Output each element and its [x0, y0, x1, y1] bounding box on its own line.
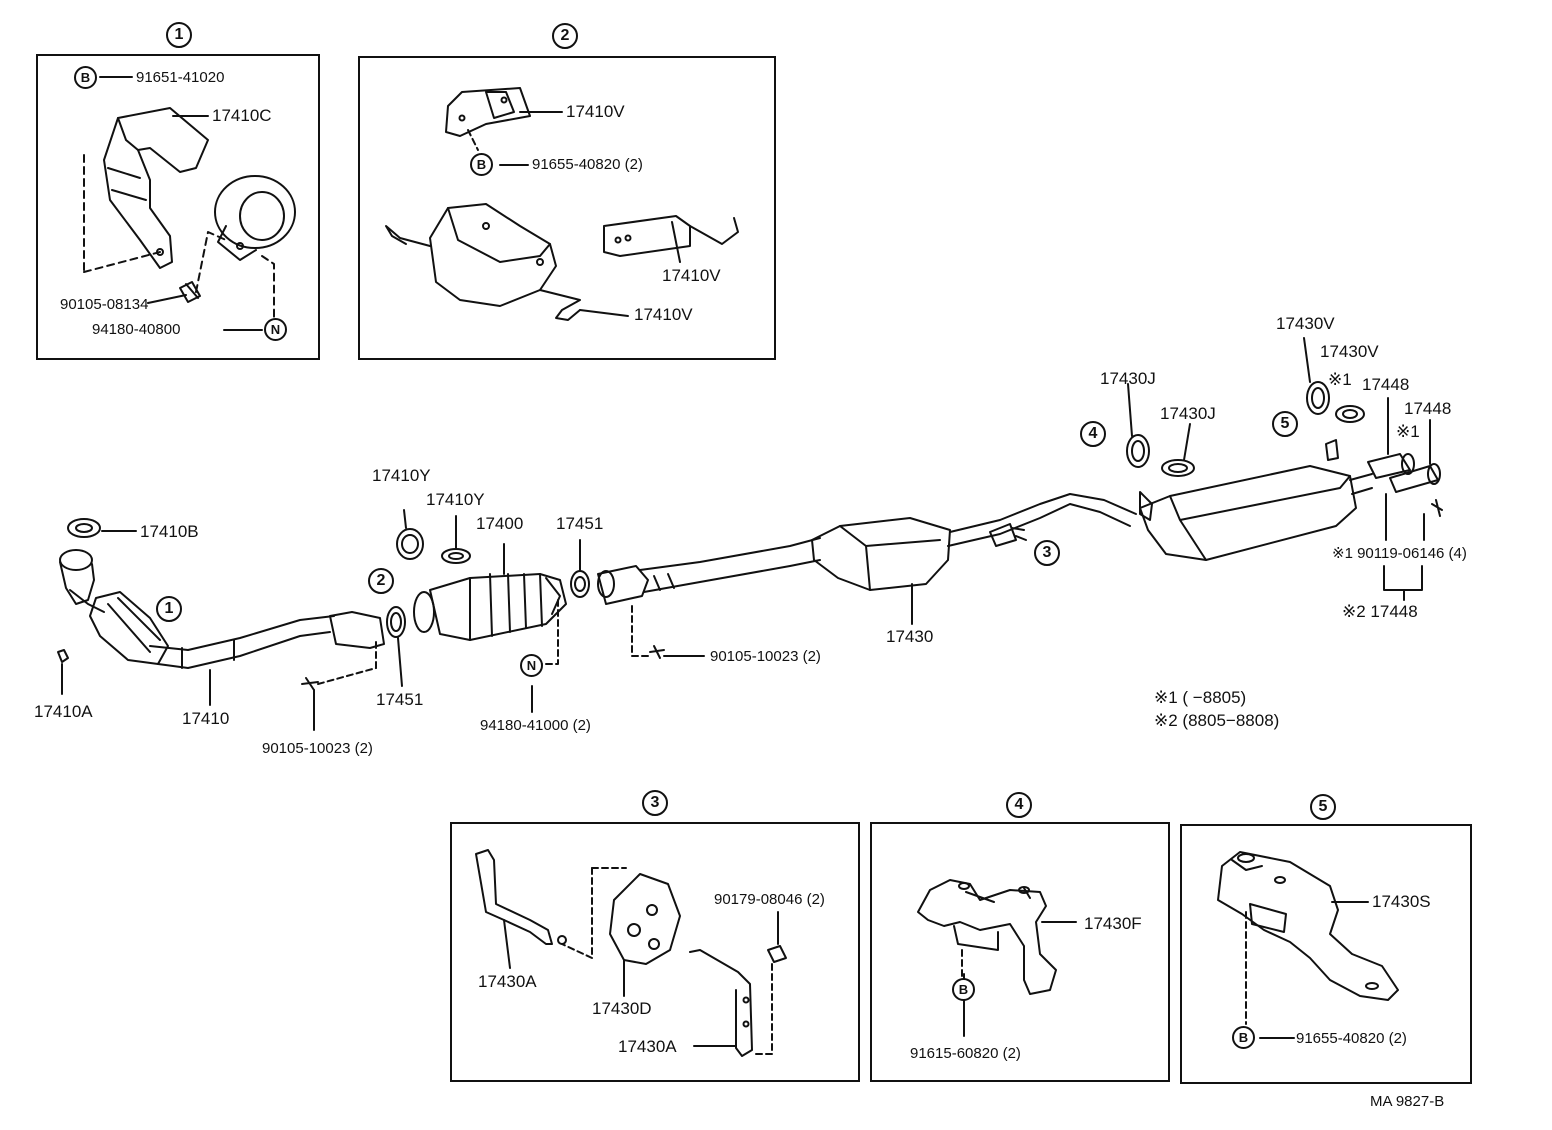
- detail-5-frame: [1180, 824, 1472, 1084]
- part-90105-10023-left: 90105-10023 (2): [262, 740, 373, 757]
- part-17410V-right: 17410V: [662, 266, 721, 285]
- part-17430A-right: 17430A: [618, 1037, 677, 1056]
- letter-n-badge-main: N: [520, 654, 543, 677]
- detail-3-drawing: [475, 849, 787, 1057]
- detail-1-number: 1: [166, 22, 192, 48]
- part-91651-41020: 91651-41020: [136, 69, 225, 86]
- letter-b-badge: B: [1232, 1026, 1255, 1049]
- detail-5-drawing: [1217, 851, 1399, 1039]
- detail-4-drawing: [917, 879, 1077, 1037]
- part-17410Y-2: 17410Y: [426, 490, 485, 509]
- exhaust-line-drawing: [57, 337, 1443, 731]
- detail-3-number: 3: [642, 790, 668, 816]
- part-17451-right: 17451: [556, 514, 604, 533]
- detail-4-number: 4: [1006, 792, 1032, 818]
- detail-1-frame: [36, 54, 320, 360]
- part-17430S: 17430S: [1372, 892, 1431, 911]
- part-17410C: 17410C: [212, 106, 272, 125]
- note-1: ※1 ( −8805): [1154, 688, 1247, 707]
- part-17430D: 17430D: [592, 999, 652, 1018]
- letter-b-badge: B: [470, 153, 493, 176]
- part-90179-08046: 90179-08046 (2): [714, 891, 825, 908]
- part-17430V-1: 17430V: [1276, 314, 1335, 333]
- part-17430V-2: 17430V: [1320, 342, 1379, 361]
- detail-1-drawing: [83, 76, 296, 331]
- part-17410B: 17410B: [140, 522, 199, 541]
- letter-b-badge: B: [74, 66, 97, 89]
- part-94180-41000: 94180-41000 (2): [480, 717, 591, 734]
- letter-b-badge: B: [952, 978, 975, 1001]
- part-94180-40800: 94180-40800: [92, 321, 181, 338]
- detail-5-number: 5: [1310, 794, 1336, 820]
- detail-2-frame: [358, 56, 776, 360]
- drawing-code: MA 9827-B: [1370, 1093, 1445, 1110]
- part-91655-40820-detail5: 91655-40820 (2): [1296, 1030, 1407, 1047]
- part-90119-06146: ※1 90119-06146 (4): [1332, 545, 1467, 562]
- detail-4-frame: [870, 822, 1170, 1082]
- detail-2-number: 2: [552, 23, 578, 49]
- part-17400: 17400: [476, 514, 524, 533]
- callout-5: 5: [1272, 411, 1298, 437]
- part-90105-08134: 90105-08134: [60, 296, 149, 313]
- part-17410Y-1: 17410Y: [372, 466, 431, 485]
- callout-1: 1: [156, 596, 182, 622]
- part-17448-1: 17448: [1362, 375, 1410, 394]
- part-17430A-left: 17430A: [478, 972, 537, 991]
- part-17430J-2: 17430J: [1160, 404, 1216, 423]
- part-17430J-1: 17430J: [1100, 369, 1156, 388]
- part-17410V-top: 17410V: [566, 102, 625, 121]
- callout-4: 4: [1080, 421, 1106, 447]
- part-90105-10023-mid: 90105-10023 (2): [710, 648, 821, 665]
- part-17410A: 17410A: [34, 702, 93, 721]
- part-17448-2: 17448: [1404, 399, 1452, 418]
- part-17430F: 17430F: [1084, 914, 1142, 933]
- part-17448-assy: ※2 17448: [1342, 602, 1418, 621]
- detail-2-drawing: [385, 87, 739, 321]
- callout-2: 2: [368, 568, 394, 594]
- part-17430: 17430: [886, 627, 934, 646]
- part-91655-40820: 91655-40820 (2): [532, 156, 643, 173]
- part-17410V-bottom: 17410V: [634, 305, 693, 324]
- part-91615-60820: 91615-60820 (2): [910, 1045, 1021, 1062]
- mark-1-b: ※1: [1396, 422, 1420, 441]
- detail-3-frame: [450, 822, 860, 1082]
- part-17451-left: 17451: [376, 690, 424, 709]
- mark-1: ※1: [1328, 370, 1352, 389]
- part-17410: 17410: [182, 709, 230, 728]
- callout-3: 3: [1034, 540, 1060, 566]
- note-2: ※2 (8805−8808): [1154, 711, 1280, 730]
- letter-n-badge: N: [264, 318, 287, 341]
